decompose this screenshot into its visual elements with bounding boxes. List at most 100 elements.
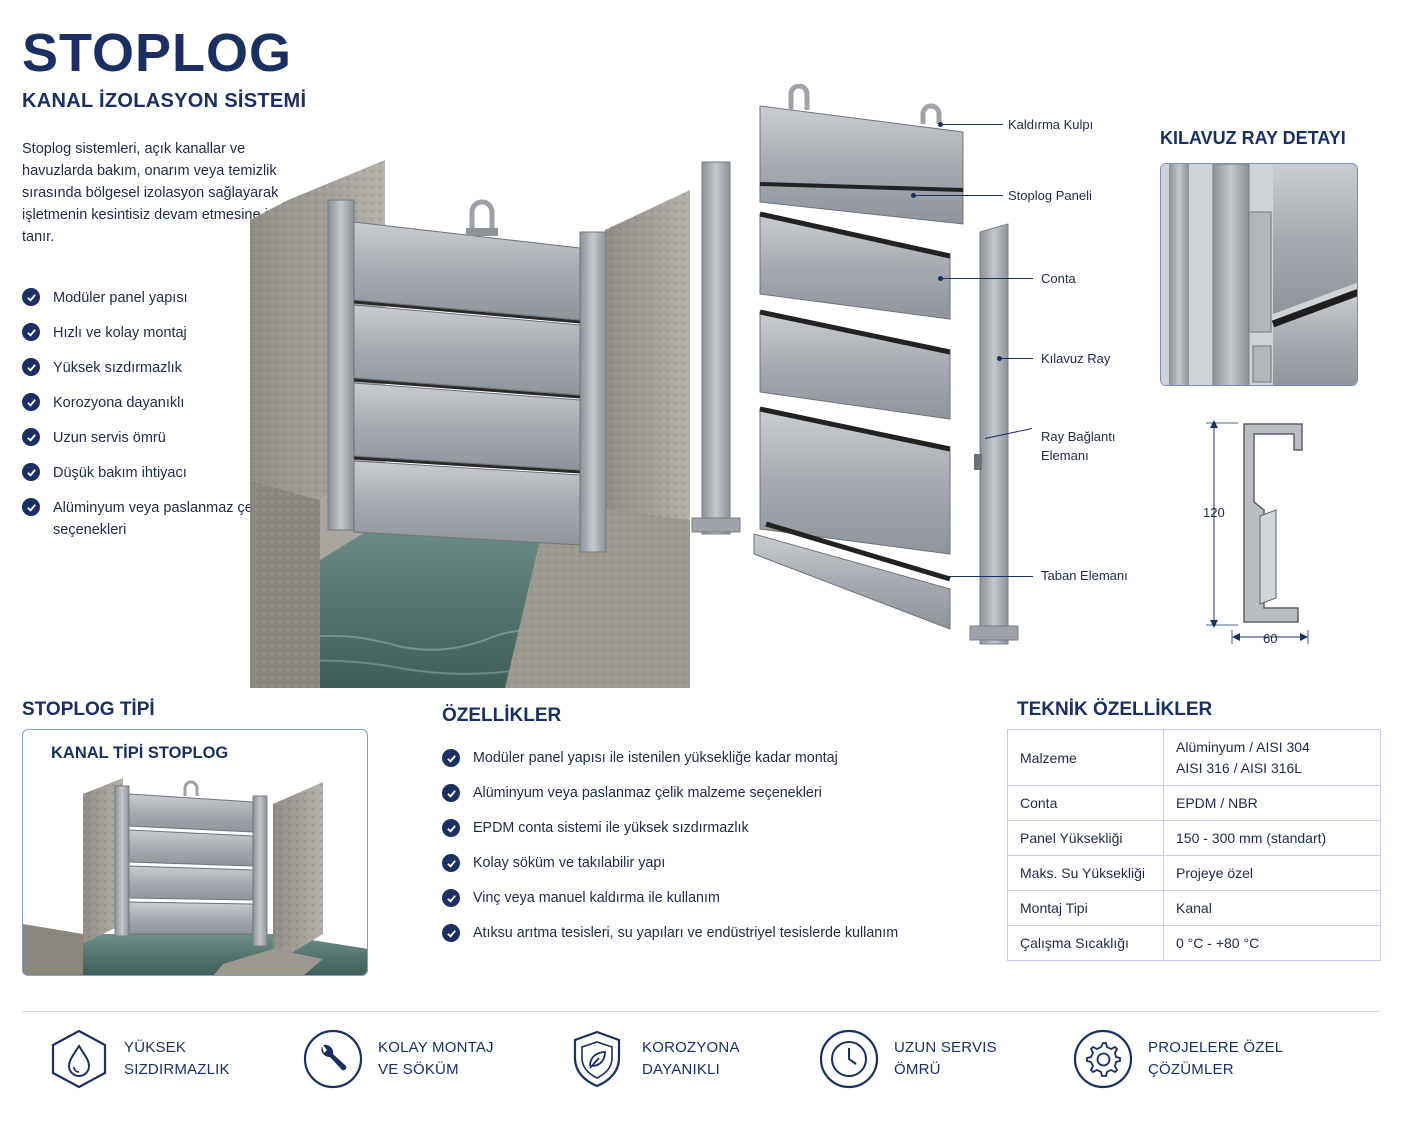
exploded-view-illustration: [691, 84, 1019, 645]
features-title: ÖZELLİKLER: [442, 705, 562, 726]
rail-profile-drawing: [1206, 420, 1309, 644]
spec-key: Panel Yüksekliği: [1007, 820, 1164, 856]
label-seal: Conta: [1041, 271, 1076, 286]
spec-key: Çalışma Sıcaklığı: [1007, 925, 1164, 961]
benefit-item: Hızlı ve kolay montaj: [22, 322, 272, 344]
gear-icon: [1073, 1029, 1133, 1089]
leader-line: [914, 195, 1003, 196]
channel-stoplog-illustration: [250, 160, 690, 688]
benefit-text: Alüminyum veya paslanmaz çelik seçenekle…: [53, 500, 267, 538]
check-icon: [442, 889, 460, 907]
benefit-text: Uzun servis ömrü: [53, 430, 166, 446]
feature-text: Atıksu arıtma tesisleri, su yapıları ve …: [473, 925, 899, 941]
label-lifting-lug: Kaldırma Kulpı: [1008, 117, 1094, 132]
benefit-item: Yüksek sızdırmazlık: [22, 357, 272, 379]
check-icon: [442, 924, 460, 942]
feature-item: Vinç veya manuel kaldırma ile kullanım: [442, 888, 962, 908]
check-icon: [22, 288, 40, 306]
page-subtitle: KANAL İZOLASYON SİSTEMİ: [22, 90, 307, 112]
tech-specs-title: TEKNİK ÖZELLİKLER: [1017, 699, 1213, 720]
rail-detail-image: [1160, 163, 1358, 386]
leader-line: [941, 278, 1033, 279]
label-panel: Stoplog Paneli: [1008, 188, 1092, 203]
spec-key: Malzeme: [1007, 729, 1164, 786]
label-guide-rail: Kılavuz Ray: [1041, 351, 1111, 366]
feature-text: Vinç veya manuel kaldırma ile kullanım: [473, 890, 720, 906]
feature-text: Alüminyum veya paslanmaz çelik malzeme s…: [473, 785, 822, 801]
leader-line: [948, 576, 1033, 577]
benefits-list: Modüler panel yapısı Hızlı ve kolay mont…: [22, 287, 272, 554]
spec-key: Conta: [1007, 785, 1164, 821]
dimension-height: 120: [1203, 505, 1225, 520]
features-list: Modüler panel yapısı ile istenilen yükse…: [442, 748, 962, 958]
feature-item: Alüminyum veya paslanmaz çelik malzeme s…: [442, 783, 962, 803]
stoplog-type-card: KANAL TİPİ STOPLOG: [22, 729, 368, 976]
leader-dot: [911, 193, 916, 198]
spec-value: Projeye özel: [1163, 855, 1381, 891]
page-title: STOPLOG: [22, 23, 293, 83]
check-icon: [442, 854, 460, 872]
spec-value: 150 - 300 mm (standart): [1163, 820, 1381, 856]
check-icon: [22, 393, 40, 411]
spec-row: Montaj Tipi Kanal: [1007, 890, 1381, 926]
benefit-item: Düşük bakım ihtiyacı: [22, 462, 272, 484]
benefit-item: Modüler panel yapısı: [22, 287, 272, 309]
wrench-icon: [303, 1029, 363, 1089]
clock-icon: [819, 1029, 879, 1089]
feature-item: EPDM conta sistemi ile yüksek sızdırmazl…: [442, 818, 962, 838]
water-drop-icon: [51, 1029, 107, 1089]
benefit-item: Korozyona dayanıklı: [22, 392, 272, 414]
benefit-text: Yüksek sızdırmazlık: [53, 360, 182, 376]
feature-text: EPDM conta sistemi ile yüksek sızdırmazl…: [473, 820, 749, 836]
benefit-text: Korozyona dayanıklı: [53, 395, 185, 411]
feature-item: Kolay söküm ve takılabilir yapı: [442, 853, 962, 873]
benefit-item: Alüminyum veya paslanmaz çelik seçenekle…: [22, 497, 272, 541]
dimension-width: 60: [1263, 631, 1278, 646]
leader-dot: [938, 276, 943, 281]
leader-dot: [938, 122, 943, 127]
check-icon: [22, 463, 40, 481]
spec-row: Çalışma Sıcaklığı 0 °C - +80 °C: [1007, 925, 1381, 961]
stoplog-type-card-title: KANAL TİPİ STOPLOG: [51, 744, 229, 762]
check-icon: [22, 498, 40, 516]
check-icon: [442, 784, 460, 802]
shield-leaf-icon: [573, 1030, 621, 1088]
leader-line: [941, 124, 1003, 125]
spec-row: Panel Yüksekliği 150 - 300 mm (standart): [1007, 820, 1381, 856]
spec-row: Conta EPDM / NBR: [1007, 785, 1381, 821]
leader-dot: [997, 356, 1002, 361]
spec-value: Kanal: [1163, 890, 1381, 926]
leader-line: [1000, 358, 1033, 359]
feature-text: Modüler panel yapısı ile istenilen yükse…: [473, 750, 838, 766]
channel-type-illustration: [23, 778, 367, 975]
check-icon: [22, 428, 40, 446]
intro-paragraph: Stoplog sistemleri, açık kanallar ve hav…: [22, 141, 304, 245]
spec-key: Montaj Tipi: [1007, 890, 1164, 926]
check-icon: [22, 323, 40, 341]
stoplog-type-title: STOPLOG TİPİ: [22, 699, 155, 720]
spec-value: 0 °C - +80 °C: [1163, 925, 1381, 961]
spec-key: Maks. Su Yüksekliği: [1007, 855, 1164, 891]
benefit-text: Modüler panel yapısı: [53, 290, 188, 306]
benefit-item: Uzun servis ömrü: [22, 427, 272, 449]
spec-value: EPDM / NBR: [1163, 785, 1381, 821]
check-icon: [442, 819, 460, 837]
check-icon: [22, 358, 40, 376]
section-divider: [22, 1011, 1380, 1012]
label-base-element: Taban Elemanı: [1041, 568, 1128, 583]
spec-row: Maks. Su Yüksekliği Projeye özel: [1007, 855, 1381, 891]
benefit-text: Düşük bakım ihtiyacı: [53, 465, 187, 481]
